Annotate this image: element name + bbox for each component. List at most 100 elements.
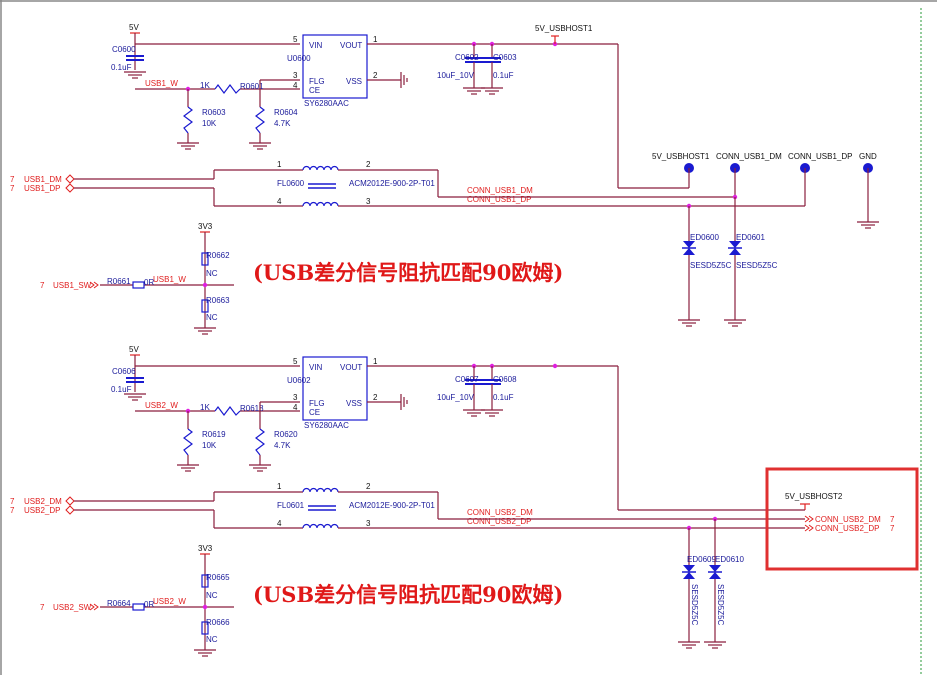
ground-icon (678, 319, 700, 327)
ic-pin-name: VOUT (340, 41, 362, 50)
resistor-value: 10K (202, 441, 217, 450)
offpage-port-icon[interactable] (804, 515, 814, 523)
tvs-ref: ED0600 (690, 233, 719, 242)
port-diamond-icon (65, 496, 75, 506)
resistor-ref: R0618 (240, 404, 264, 413)
supply-label: 5V (129, 345, 139, 354)
resistor-icon (214, 406, 241, 416)
resistor-icon (255, 428, 265, 456)
cap-value: 0.1uF (111, 385, 132, 394)
net-label: USB1_W (153, 275, 186, 284)
filter-part: ACM2012E-900-2P-T01 (349, 179, 435, 188)
ground-icon (678, 641, 700, 649)
ground-icon (463, 409, 485, 417)
inductor-coil-icon (302, 487, 339, 493)
ic-ref: U0602 (287, 376, 311, 385)
ground-icon (400, 72, 408, 88)
cap-value: 10uF_10V (437, 393, 475, 402)
resistor-ref: R0620 (274, 430, 298, 439)
resistor-ref: R0619 (202, 430, 226, 439)
offpage-port-label: CONN_USB2_DM (815, 515, 881, 524)
port-sheet-ref: 7 (10, 506, 15, 515)
ground-icon (481, 409, 503, 417)
offpage-port-icon[interactable] (89, 603, 99, 611)
pin-number: 3 (366, 197, 371, 206)
pin-number: 5 (293, 35, 298, 44)
port-diamond-icon (65, 505, 75, 515)
net-label: CONN_USB1_DP (467, 195, 531, 204)
port-diamond-icon (65, 183, 75, 193)
resistor-ref: R0665 (206, 573, 230, 582)
pin-number: 3 (366, 519, 371, 528)
power-switch-ic (302, 34, 368, 99)
port-sheet-ref: 7 (10, 184, 15, 193)
resistor-icon (183, 428, 193, 456)
resistor-ref: R0601 (240, 82, 264, 91)
resistor-ref: R0663 (206, 296, 230, 305)
pin-number: 1 (373, 357, 378, 366)
resistor-value: NC (206, 313, 218, 322)
ic-ref: U0600 (287, 54, 311, 63)
port-label: USB2_SW (53, 603, 92, 612)
resistor-icon (132, 281, 145, 289)
ic-pin-name: VSS (346, 77, 362, 86)
cap-ref: C0607 (455, 375, 479, 384)
net-label: CONN_USB2_DM (467, 508, 533, 517)
resistor-ref: R0604 (274, 108, 298, 117)
impedance-note: (USB差分信号阻抗匹配90欧姆) (253, 582, 563, 607)
ic-part: SY6280AAC (304, 421, 349, 430)
capacitor-icon (126, 55, 144, 61)
tvs-ref: ED0601 (736, 233, 765, 242)
pin-number: 4 (293, 81, 298, 90)
offpage-port-icon[interactable] (89, 281, 99, 289)
ground-icon (400, 394, 408, 410)
net-label: USB2_W (153, 597, 186, 606)
resistor-icon (201, 621, 209, 635)
resistor-value: 0R (144, 278, 154, 287)
port-sheet-ref: 7 (10, 175, 15, 184)
port-usb-dm: USB1_DM (24, 175, 62, 184)
pin-number: 1 (373, 35, 378, 44)
ic-pin-name: VSS (346, 399, 362, 408)
port-usb-dm: USB2_DM (24, 497, 62, 506)
offpage-port-label: CONN_USB2_DP (815, 524, 879, 533)
tvs-diode-icon (728, 241, 742, 255)
net-label: USB2_W (145, 401, 178, 410)
testpoint-label: CONN_USB1_DM (716, 152, 782, 161)
resistor-icon (255, 106, 265, 134)
pin-number: 1 (277, 482, 282, 491)
resistor-ref: R0603 (202, 108, 226, 117)
resistor-icon (201, 299, 209, 313)
ground-icon (124, 71, 146, 79)
supply-label: 5V (129, 23, 139, 32)
resistor-value: 1K (200, 403, 210, 412)
ic-pin-name: FLG (309, 77, 325, 86)
pin-number: 2 (366, 160, 371, 169)
cap-ref: C0600 (112, 45, 136, 54)
resistor-value: 1K (200, 81, 210, 90)
net-label: CONN_USB1_DM (467, 186, 533, 195)
ic-pin-name: VOUT (340, 363, 362, 372)
resistor-ref: R0664 (107, 599, 131, 608)
resistor-icon (183, 106, 193, 134)
resistor-value: 10K (202, 119, 217, 128)
cap-ref: C0603 (493, 53, 517, 62)
inductor-coil-icon (302, 523, 339, 529)
cap-value: 10uF_10V (437, 71, 475, 80)
pin-number: 5 (293, 357, 298, 366)
testpoint-label: 5V_USBHOST1 (652, 152, 710, 161)
resistor-ref: R0661 (107, 277, 131, 286)
offpage-port-icon[interactable] (804, 524, 814, 532)
junction-dot (552, 363, 558, 369)
pin-number: 2 (366, 482, 371, 491)
resistor-ref: R0662 (206, 251, 230, 260)
resistor-value: NC (206, 591, 218, 600)
resistor-icon (201, 252, 209, 266)
tvs-part: SESD5Z5C (736, 261, 778, 270)
resistor-value: 4.7K (274, 119, 291, 128)
cap-ref: C0608 (493, 375, 517, 384)
cap-value: 0.1uF (493, 393, 514, 402)
port-sheet-ref: 7 (40, 603, 45, 612)
net-label: CONN_USB2_DP (467, 517, 531, 526)
